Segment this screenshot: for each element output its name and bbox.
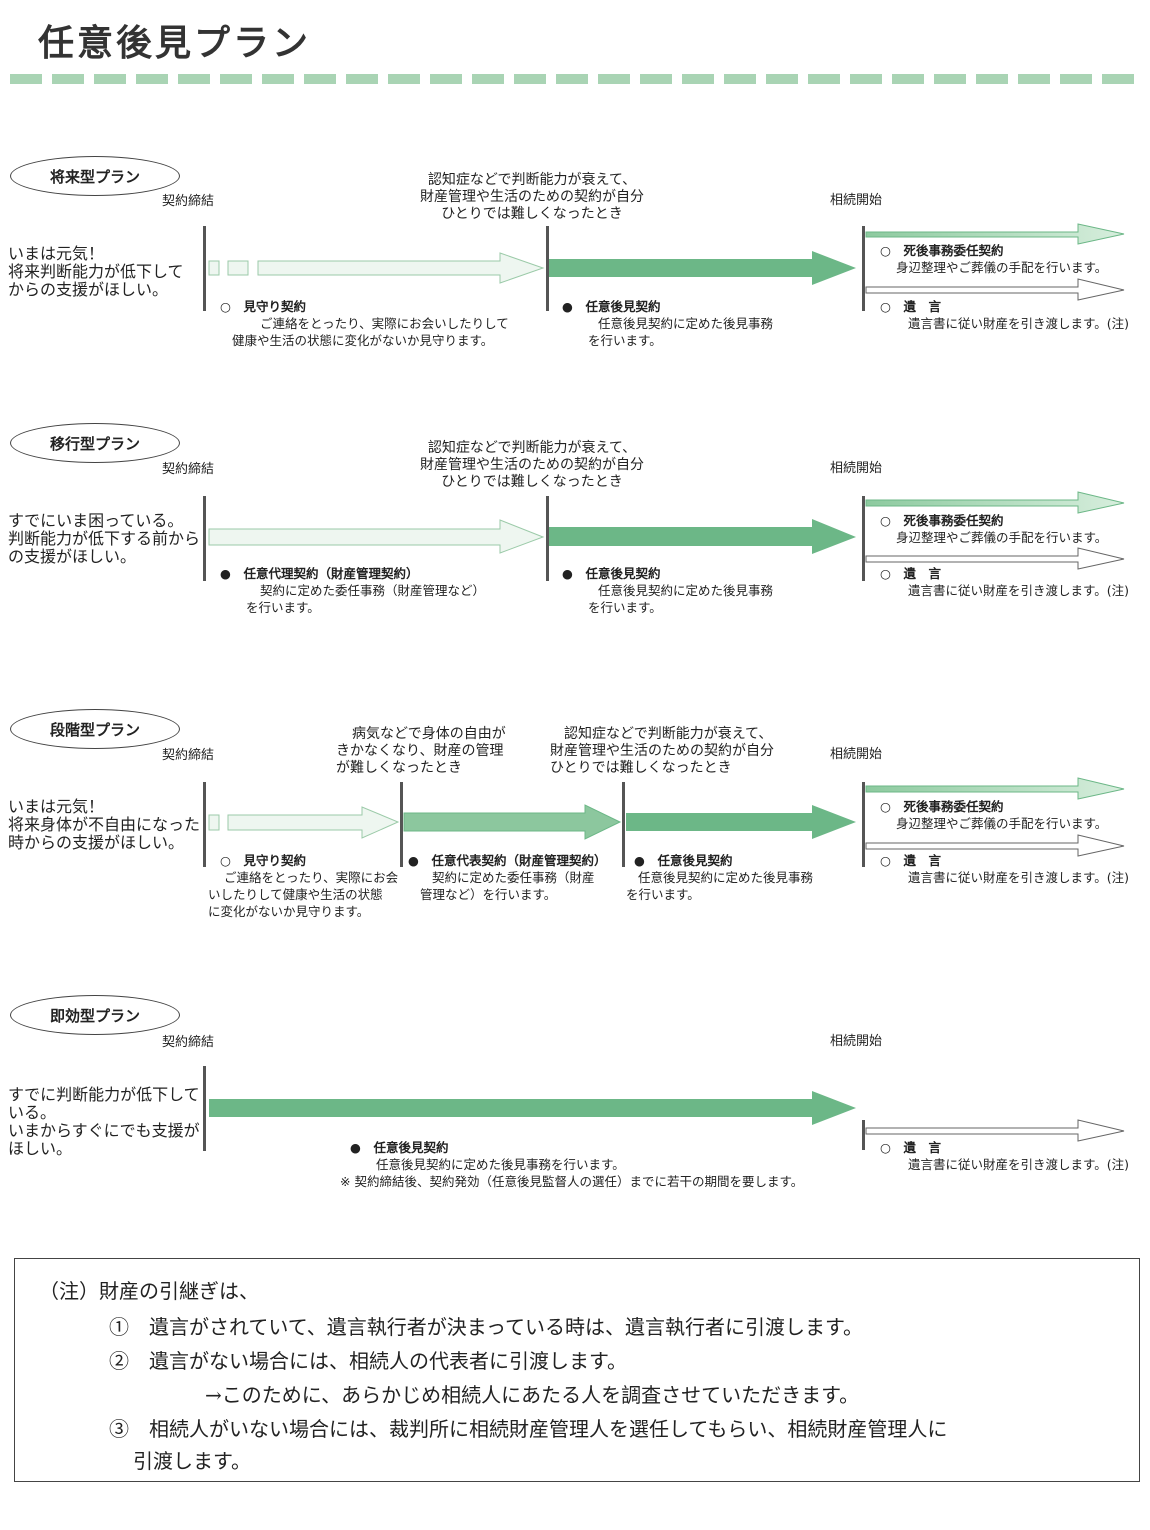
footnote-item: ③ 相続人がいない場合には、裁判所に相続財産管理人を選任してもらい、相続財産管理… bbox=[109, 1417, 948, 1441]
inherit-label: 相続開始 bbox=[830, 193, 883, 208]
after-note: ○ 遺 言 遺言書に従い財産を引き渡します。(注) bbox=[880, 1140, 1130, 1172]
start-label: 契約締結 bbox=[162, 462, 215, 477]
dark-arrow bbox=[549, 251, 856, 285]
footnote-item: →このために、あらかじめ相続人にあたる人を調査させていただきます。 bbox=[205, 1383, 860, 1407]
contract-note: ○ 見守り契約 ご連絡をとったり、実際にお会いしたりして健康や生活の状態に変化が… bbox=[208, 853, 399, 919]
inherit-label: 相続開始 bbox=[830, 461, 883, 476]
after-note: ○ 死後事務委任契約 身辺整理やご葬儀の手配を行います。 bbox=[880, 243, 1108, 275]
condition-text: 認知症などで判断能力が衰えて、財産管理や生活のための契約が自分ひとりでは難しくな… bbox=[550, 726, 774, 776]
plan-description: すでにいま困っている。判断能力が低下する前からの支援がほしい。 bbox=[8, 511, 201, 566]
step-marker-line bbox=[546, 226, 549, 311]
after-note: ○ 遺 言 遺言書に従い財産を引き渡します。(注) bbox=[880, 299, 1130, 331]
footnote-heading: （注）財産の引継ぎは、 bbox=[39, 1279, 259, 1303]
footnote-box: （注）財産の引継ぎは、 ① 遺言がされていて、遺言執行者が決まっている時は、遺言… bbox=[14, 1258, 1140, 1482]
contract-note: ● 任意代理契約（財産管理契約） 契約に定めた委任事務（財産管理など）を行います… bbox=[220, 566, 486, 615]
contract-note: ○ 見守り契約 ご連絡をとったり、実際にお会いしたりして健康や生活の状態に変化が… bbox=[220, 299, 509, 348]
plan-description: すでに判断能力が低下している。いまからすぐにでも支援がほしい。 bbox=[8, 1085, 200, 1158]
contract-note: ● 任意後見契約 任意後見契約に定めた後見事務を行います。 bbox=[626, 853, 814, 902]
footnote-item: 引渡します。 bbox=[133, 1449, 251, 1473]
plan-badge: 段階型プラン bbox=[10, 709, 180, 749]
after-note: ○ 死後事務委任契約 身辺整理やご葬儀の手配を行います。 bbox=[880, 799, 1108, 831]
plan-description: いまは元気！将来身体が不自由になった時からの支援がほしい。 bbox=[8, 797, 201, 852]
after-arrow bbox=[865, 223, 1125, 245]
start-label: 契約締結 bbox=[162, 748, 215, 763]
plan-badge: 将来型プラン bbox=[10, 156, 180, 196]
inherit-marker-line bbox=[862, 226, 865, 311]
contract-note: ● 任意後見契約 任意後見契約に定めた後見事務を行います。 bbox=[562, 299, 774, 348]
after-note: ○ 遺 言 遺言書に従い財産を引き渡します。(注) bbox=[880, 853, 1130, 885]
start-marker-line bbox=[203, 226, 206, 311]
footnote-item: ② 遺言がない場合には、相続人の代表者に引渡します。 bbox=[109, 1349, 627, 1373]
plan-badge: 移行型プラン bbox=[10, 423, 180, 463]
footnote-item: ① 遺言がされていて、遺言執行者が決まっている時は、遺言執行者に引渡します。 bbox=[109, 1315, 863, 1339]
plan-description: いまは元気！将来判断能力が低下してからの支援がほしい。 bbox=[8, 244, 184, 299]
plan-badge: 即効型プラン bbox=[10, 995, 180, 1035]
contract-note: ● 任意後見契約 任意後見契約に定めた後見事務を行います。 bbox=[350, 1140, 625, 1172]
condition-text: 病気などで身体の自由がきかなくなり、財産の管理が難しくなったとき bbox=[336, 726, 506, 776]
condition-text: 認知症などで判断能力が衰えて、財産管理や生活のための契約が自分ひとりでは難しくな… bbox=[420, 172, 644, 222]
start-label: 契約締結 bbox=[162, 1035, 215, 1050]
contract-note: ● 任意後見契約 任意後見契約に定めた後見事務を行います。 bbox=[562, 566, 774, 615]
page-title: 任意後見プラン bbox=[38, 23, 312, 64]
start-label: 契約締結 bbox=[162, 194, 215, 209]
light-arrow bbox=[257, 252, 545, 284]
condition-text: 認知症などで判断能力が衰えて、財産管理や生活のための契約が自分ひとりでは難しくな… bbox=[420, 440, 644, 490]
remark-text: ※ 契約締結後、契約発効（任意後見監督人の選任）までに若干の期間を要します。 bbox=[340, 1174, 804, 1189]
contract-note: ● 任意代表契約（財産管理契約） 契約に定めた委任事務（財産管理など）を行います… bbox=[408, 853, 607, 902]
after-arrow-outline bbox=[865, 278, 1125, 301]
inherit-label: 相続開始 bbox=[830, 747, 883, 762]
after-note: ○ 死後事務委任契約 身辺整理やご葬儀の手配を行います。 bbox=[880, 513, 1108, 545]
after-note: ○ 遺 言 遺言書に従い財産を引き渡します。(注) bbox=[880, 566, 1130, 598]
inherit-label: 相続開始 bbox=[830, 1034, 883, 1049]
title-divider bbox=[10, 74, 1140, 84]
